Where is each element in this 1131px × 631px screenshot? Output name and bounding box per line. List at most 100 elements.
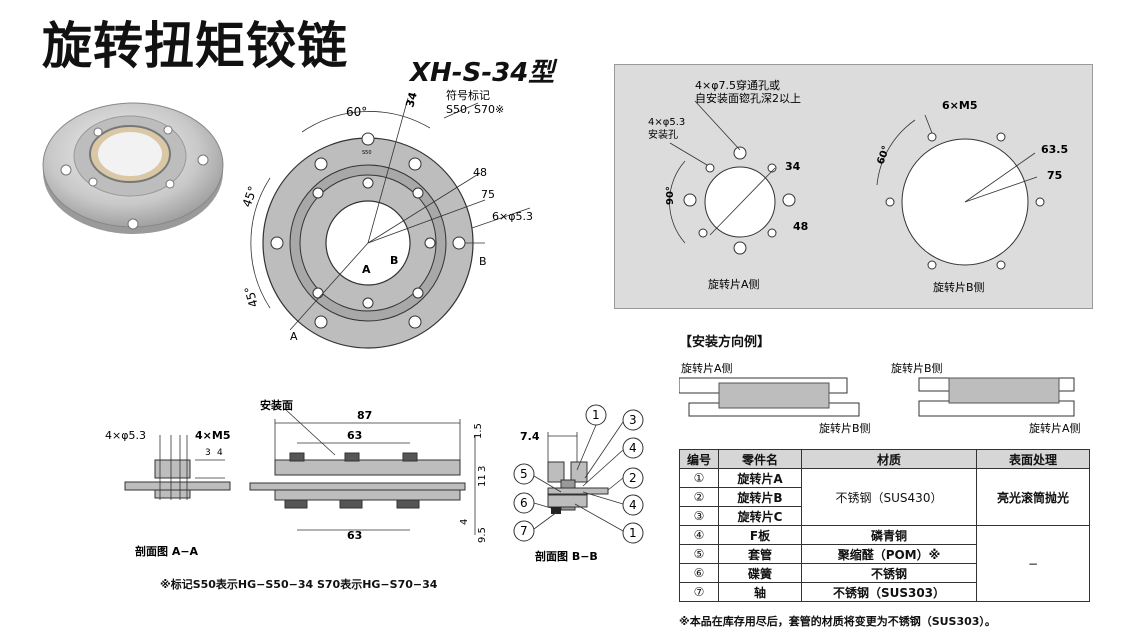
aa-d4: 4 xyxy=(217,448,223,458)
marking-footnote: ※标记S50表示HG−S50−34 S70表示HG−S70−34 xyxy=(160,578,438,591)
section-aa-drawing: 4×φ5.3 4×M5 3 4 剖面图 A−A xyxy=(105,429,231,558)
cell-no: ⑤ xyxy=(679,544,719,564)
dim-48-label: 48 xyxy=(473,166,487,179)
aa-d3: 3 xyxy=(205,448,211,458)
callout-2: 2 xyxy=(629,471,637,485)
model-number: XH-S-34型 xyxy=(410,58,555,88)
cell-no: ① xyxy=(679,468,719,488)
section-b-label-outer: B xyxy=(479,255,487,268)
callout-4a: 4 xyxy=(629,441,637,455)
cell-name: F板 xyxy=(718,525,802,545)
section-a-label-outer: A xyxy=(290,330,298,343)
cell-material: 不锈钢 xyxy=(801,563,977,583)
cell-no: ③ xyxy=(679,506,719,526)
col-finish: 表面处理 xyxy=(976,449,1090,469)
callout-3: 3 xyxy=(629,413,637,427)
left-caption: 旋转片A侧 xyxy=(708,277,760,291)
cell-material: 聚缩醛（POM）※ xyxy=(801,544,977,564)
section-a-label-inner: A xyxy=(362,263,371,276)
cell-name: 轴 xyxy=(718,582,802,602)
mark-note-line2: S50, S70※ xyxy=(446,103,504,116)
right-caption: 旋转片B侧 xyxy=(933,280,985,294)
callout-1b: 1 xyxy=(629,526,637,540)
dim-15: 1.5 xyxy=(473,423,484,439)
section-bb-drawing: 7.4 1 3 4 2 4 1 5 6 7 剖面图 B−B xyxy=(513,404,644,563)
table-row: ① 旋转片A 不锈钢（SUS430） 亮光滚筒抛光 xyxy=(679,468,1090,526)
left-dim-34: 34 xyxy=(785,160,801,173)
col-name: 零件名 xyxy=(718,449,802,469)
section-b-label-inner: B xyxy=(390,254,398,267)
cell-name: 旋转片A xyxy=(718,468,802,488)
cell-no: ⑦ xyxy=(679,582,719,602)
left-holes-line1: 4×φ5.3 xyxy=(648,117,685,128)
callout-6: 6 xyxy=(520,496,528,510)
left-angle-90: 90° xyxy=(665,186,676,205)
bb-caption: 剖面图 B−B xyxy=(535,549,598,563)
angle-45-top-label: 45° xyxy=(240,184,260,209)
center-section-drawing: 安装面 87 63 63 1.5 3 11 4 9.5 xyxy=(249,398,488,543)
dim-63-top: 63 xyxy=(347,429,362,442)
left-note-line1: 4×φ7.5穿通孔或 xyxy=(695,78,780,92)
callout-1: 1 xyxy=(592,408,600,422)
cell-finish-dash: − xyxy=(976,525,1090,602)
dim-75-label: 75 xyxy=(481,188,495,201)
right-angle-60: 60° xyxy=(875,144,892,166)
mounting-hole-panel: 4×φ7.5穿通孔或 自安装面锪孔深2以上 4×φ5.3 安装孔 34 48 9… xyxy=(614,64,1093,309)
cell-no: ④ xyxy=(679,525,719,545)
left-note-line2: 自安装面锪孔深2以上 xyxy=(695,91,801,105)
dim-87: 87 xyxy=(357,409,372,422)
col-material: 材质 xyxy=(801,449,977,469)
dim-63-bottom: 63 xyxy=(347,529,362,542)
mounting-surface-label: 安装面 xyxy=(260,398,293,412)
cell-name: 旋转片C xyxy=(718,506,802,526)
dim-4: 4 xyxy=(459,519,470,525)
mounting-hole-drawing: 4×φ7.5穿通孔或 自安装面锪孔深2以上 4×φ5.3 安装孔 34 48 9… xyxy=(648,78,1068,294)
dim-95: 9.5 xyxy=(477,527,488,543)
front-view-drawing: 60° 45° 45° 34 48 75 6×φ5.3 符号标记 S50, S7… xyxy=(240,88,533,349)
dim-3: 3 xyxy=(477,466,488,472)
mount-left-bottom: 旋转片B侧 xyxy=(819,421,871,435)
left-dim-48: 48 xyxy=(793,220,808,233)
mount-right-top: 旋转片B侧 xyxy=(891,361,943,375)
left-holes-line2: 安装孔 xyxy=(648,128,678,141)
stock-note: ※本品在库存用尽后，套管的材质将变更为不锈钢（SUS303）。 xyxy=(679,615,996,628)
cell-name: 套管 xyxy=(718,544,802,564)
mark-note-line1: 符号标记 xyxy=(446,88,490,102)
dim-11: 11 xyxy=(477,474,488,487)
cell-finish-merged: 亮光滚筒抛光 xyxy=(976,468,1090,526)
table-row: ④ F板 磷青铜 − xyxy=(679,525,1090,602)
mount-left-top: 旋转片A侧 xyxy=(681,361,733,375)
cell-material: 磷青铜 xyxy=(801,525,977,545)
mounting-title: 【安装方向例】 xyxy=(679,335,771,350)
aa-holes-d: 4×φ5.3 xyxy=(105,429,146,442)
aa-caption: 剖面图 A−A xyxy=(135,544,199,558)
product-photo xyxy=(42,102,224,234)
mounting-example-drawing: 旋转片A侧 旋转片B侧 旋转片B侧 旋转片A侧 xyxy=(679,361,1081,435)
cell-name: 旋转片B xyxy=(718,487,802,507)
cell-no: ② xyxy=(679,487,719,507)
cell-no: ⑥ xyxy=(679,563,719,583)
callout-7: 7 xyxy=(520,524,528,538)
table-row: ⑦ 轴 不锈钢（SUS303） xyxy=(679,582,1090,602)
table-row: ② 旋转片B xyxy=(679,487,1090,507)
page-title: 旋转扭矩铰链 xyxy=(42,17,348,75)
mount-right-bottom: 旋转片A侧 xyxy=(1029,421,1081,435)
cell-material-merged: 不锈钢（SUS430） xyxy=(801,468,977,526)
cell-name: 碟簧 xyxy=(718,563,802,583)
col-no: 编号 xyxy=(679,449,719,469)
cell-material: 不锈钢（SUS303） xyxy=(801,582,977,602)
right-dim-635: 63.5 xyxy=(1041,143,1068,156)
right-holes: 6×M5 xyxy=(942,99,977,112)
angle-60-label: 60° xyxy=(346,105,367,119)
angle-45-bottom-label: 45° xyxy=(242,285,261,309)
parts-table: 编号 零件名 材质 表面处理 ① 旋转片A 不锈钢（SUS430） 亮光滚筒抛光… xyxy=(679,449,1090,602)
dim-34-label: 34 xyxy=(403,90,420,108)
callout-4b: 4 xyxy=(629,498,637,512)
bb-dim-74: 7.4 xyxy=(520,430,540,443)
table-row: ③ 旋转片C xyxy=(679,506,1090,526)
callout-5: 5 xyxy=(520,467,528,481)
aa-holes-m: 4×M5 xyxy=(195,429,230,442)
right-dim-75: 75 xyxy=(1047,169,1062,182)
mark-plate-label: S50 xyxy=(362,150,372,156)
holes-label: 6×φ5.3 xyxy=(492,210,533,223)
